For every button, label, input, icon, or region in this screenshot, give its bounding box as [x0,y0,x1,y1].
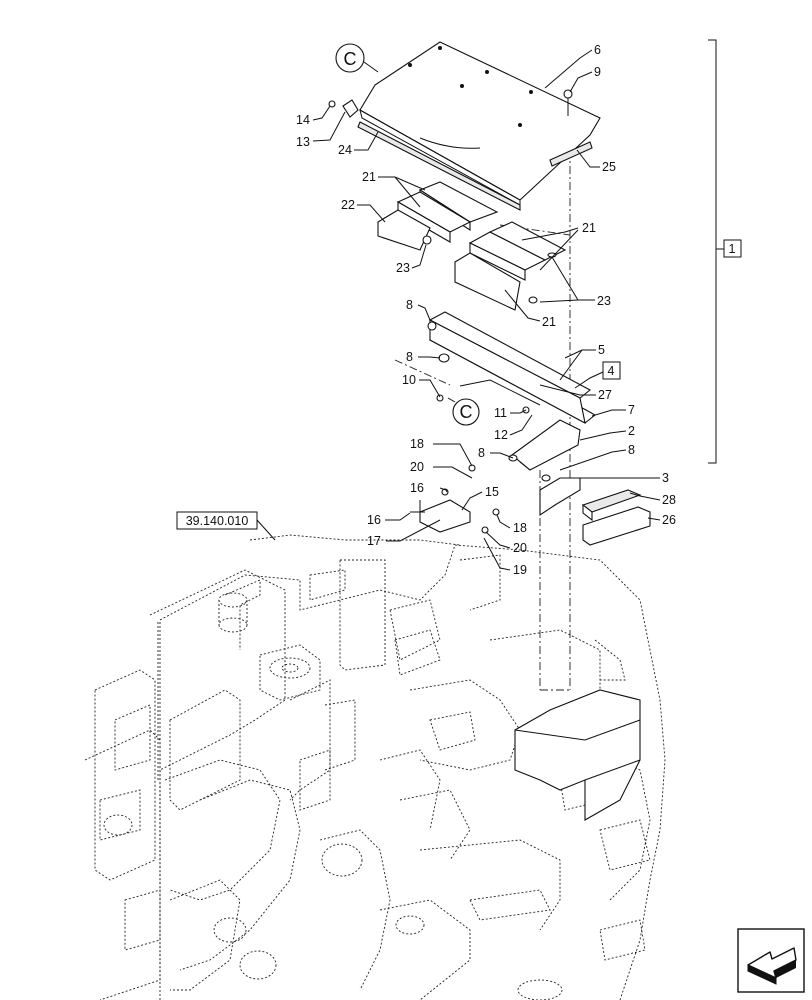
label-26: 26 [662,513,676,527]
machine-frame [84,534,666,1000]
label-17: 17 [367,534,381,548]
label-box-4: 4 [608,364,615,378]
label-20-a: 20 [410,460,424,474]
label-16-b: 16 [367,513,381,527]
label-11: 11 [494,406,507,420]
label-28: 28 [662,493,676,507]
label-15: 15 [485,485,499,499]
label-24: 24 [338,143,352,157]
label-18-a: 18 [410,437,424,451]
label-22: 22 [341,198,355,212]
label-2: 2 [628,424,635,438]
label-8-b: 8 [406,350,413,364]
marker-c-top: C [335,43,365,73]
label-8-c: 8 [478,446,485,460]
label-7: 7 [628,403,635,417]
label-16-a: 16 [410,481,424,495]
label-3: 3 [662,471,669,485]
label-21-a: 21 [362,170,376,184]
marker-c-bottom: C [452,398,480,426]
label-23-b: 23 [597,294,611,308]
top-cover [359,41,601,206]
label-21-b: 21 [582,221,596,235]
label-assembly-1: 1 [729,242,736,256]
label-9: 9 [594,65,601,79]
label-6: 6 [594,43,601,57]
svg-text:C: C [460,402,473,422]
back-arrow-icon[interactable] [737,928,805,993]
reference-code: 39.140.010 [186,514,249,528]
label-12: 12 [494,428,508,442]
label-5: 5 [598,343,605,357]
label-14: 14 [296,113,310,127]
part-number-labels: 6 9 14 13 24 25 21 22 21 23 23 21 8 5 8 … [296,43,676,577]
label-27: 27 [598,388,612,402]
leader-lines [312,49,661,571]
label-23-a: 23 [396,261,410,275]
label-18-b: 18 [513,521,527,535]
label-8-d: 8 [628,443,635,457]
label-25: 25 [602,160,616,174]
label-19: 19 [513,563,527,577]
label-8-a: 8 [406,298,413,312]
label-13: 13 [296,135,310,149]
svg-text:C: C [344,49,357,69]
label-21-c: 21 [542,315,556,329]
label-20-b: 20 [513,541,527,555]
label-10: 10 [402,373,416,387]
